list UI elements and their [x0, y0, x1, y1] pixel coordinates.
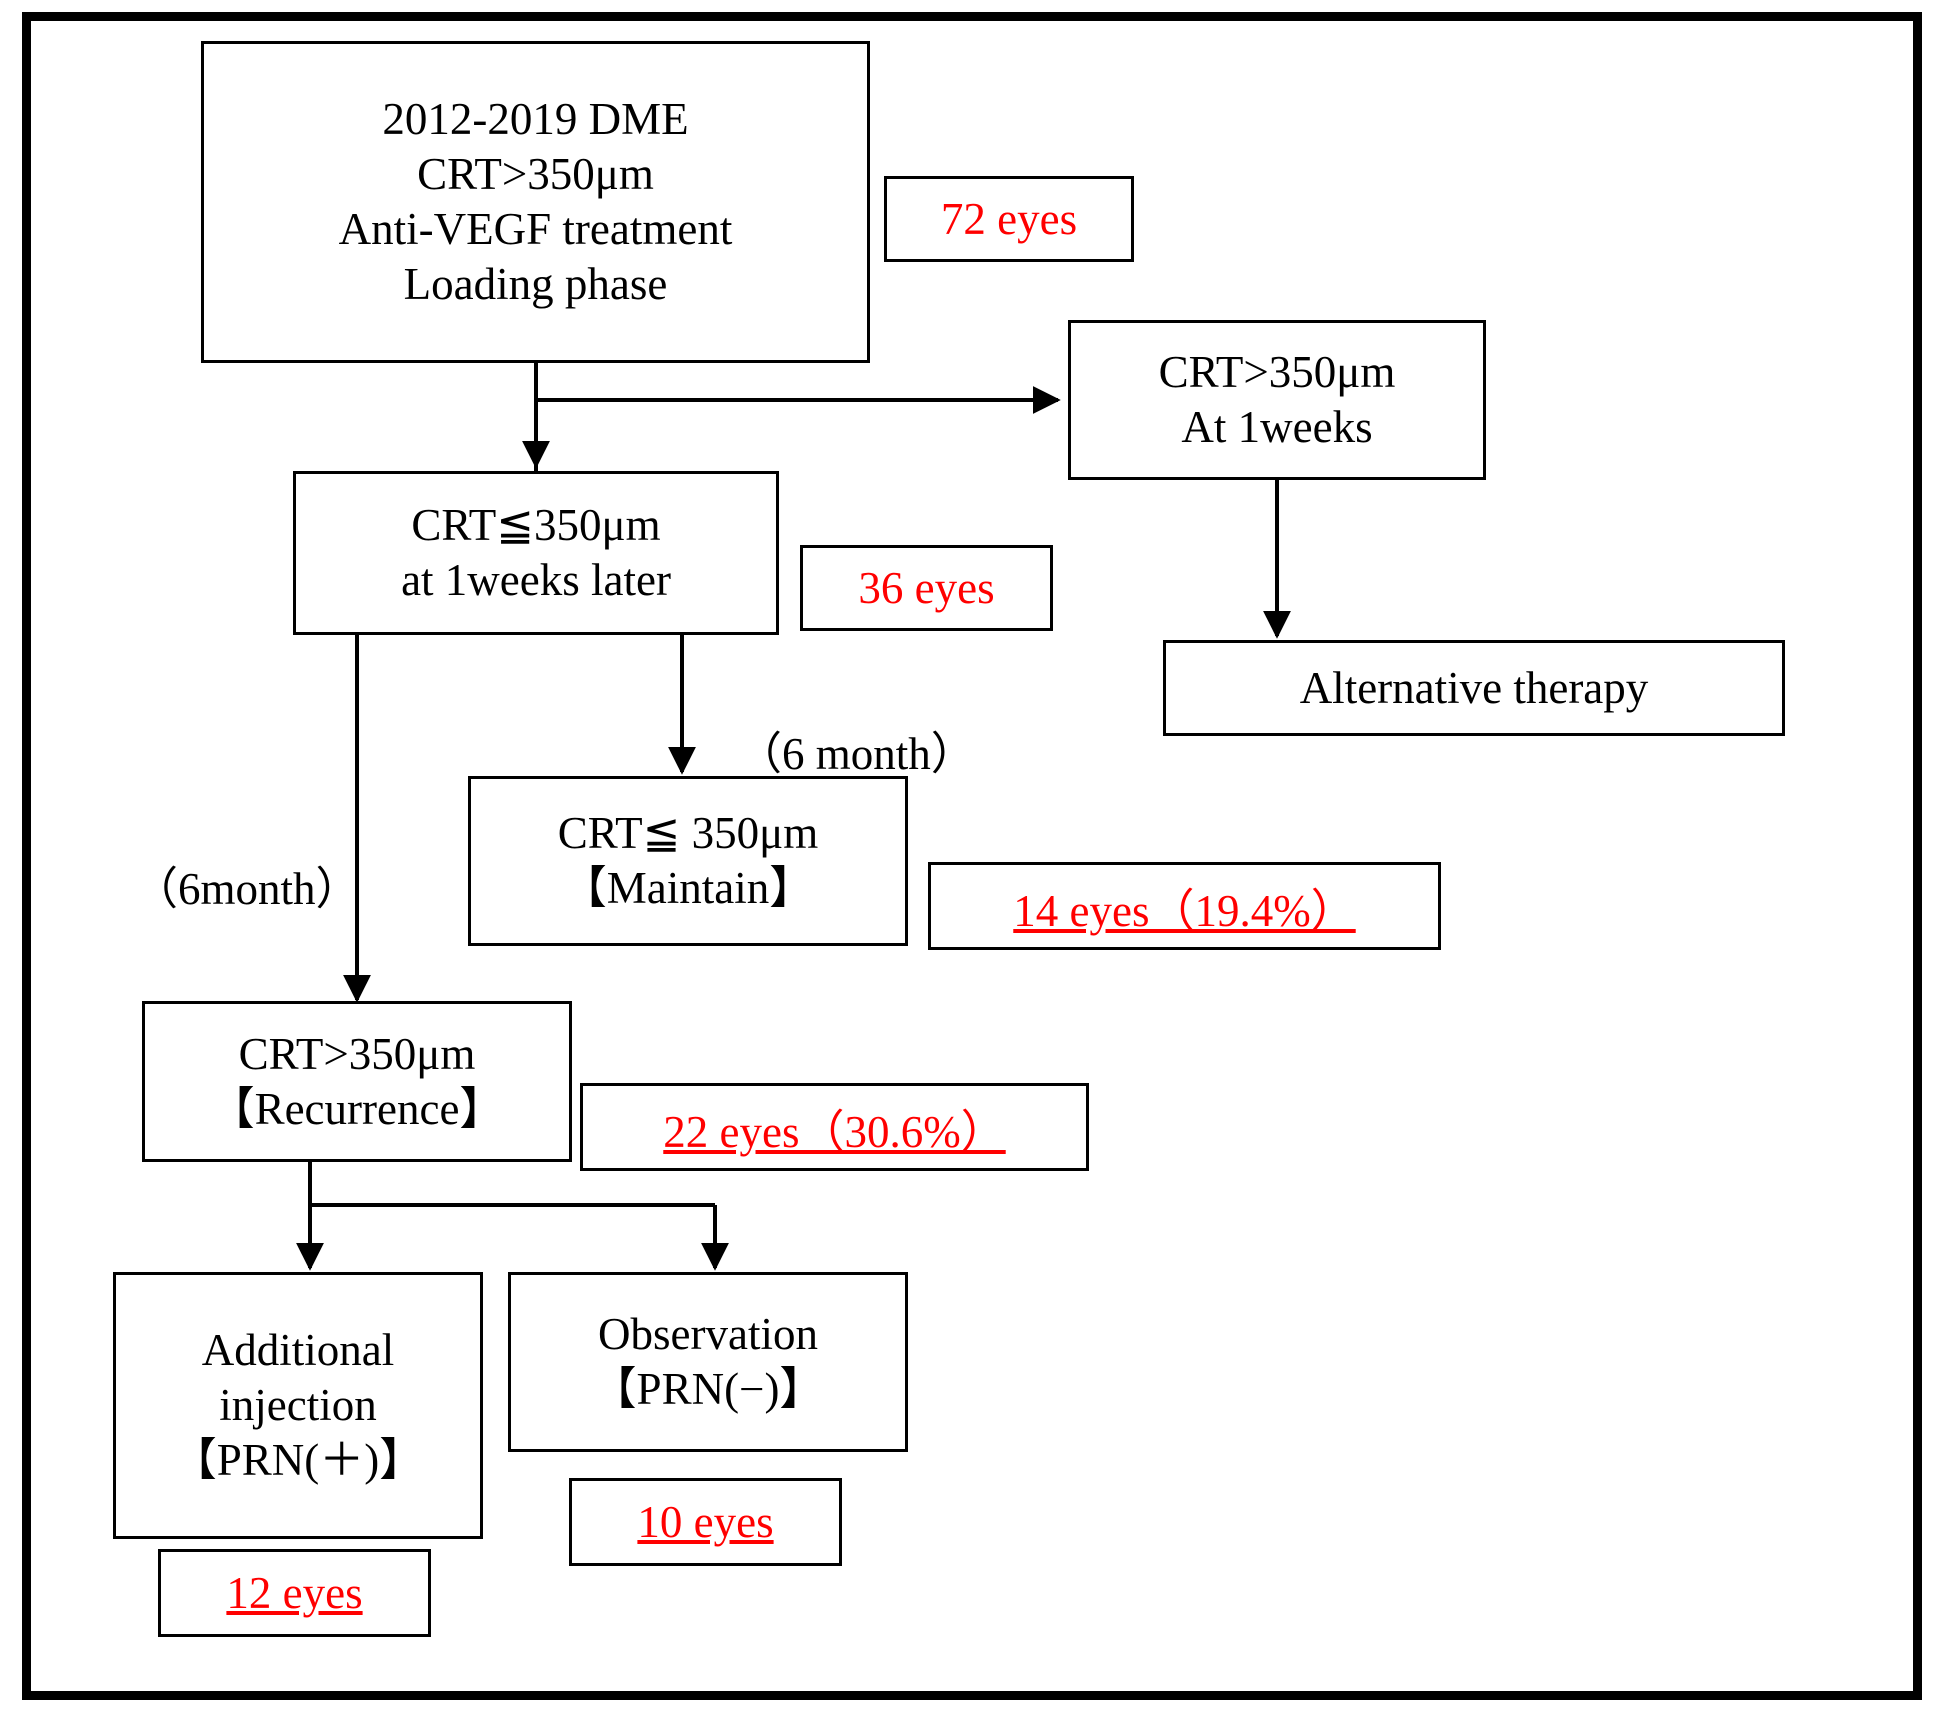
node-alternative-therapy-line-1: Alternative therapy: [1299, 662, 1649, 713]
node-observation: Observation 【PRN(−)】: [508, 1272, 908, 1452]
node-maintain: CRT≦ 350μm 【Maintain】: [468, 776, 908, 946]
count-maintain-value: 14 eyes（19.4%）: [1013, 885, 1356, 936]
count-cohort-value: 72 eyes: [940, 194, 1078, 244]
node-crt-low-1w-line-2: at 1weeks later: [401, 555, 671, 605]
node-cohort-line-3: Anti-VEGF treatment: [338, 204, 733, 254]
node-maintain-line-2: 【Maintain】: [561, 863, 815, 913]
node-alternative-therapy: Alternative therapy: [1163, 640, 1785, 736]
node-recurrence-line-2: 【Recurrence】: [209, 1083, 505, 1134]
count-crt-low-1w: 36 eyes: [800, 545, 1053, 631]
figure-border: [22, 12, 1922, 1700]
node-crt-low-1w-line-1: CRT≦350μm: [411, 500, 661, 551]
node-additional-injection: Additional injection 【PRN(＋)】: [113, 1272, 483, 1539]
edge-label-six-month-left-text: （6month）: [133, 864, 361, 914]
node-recurrence-line-1: CRT>350μm: [238, 1028, 476, 1079]
node-cohort-line-2: CRT>350μm: [417, 149, 654, 200]
node-observation-line-2: 【PRN(−)】: [591, 1364, 825, 1414]
count-maintain: 14 eyes（19.4%）: [928, 862, 1441, 950]
node-recurrence: CRT>350μm 【Recurrence】: [142, 1001, 572, 1162]
node-crt-high-1w: CRT>350μm At 1weeks: [1068, 320, 1486, 480]
count-recurrence-value: 22 eyes（30.6%）: [663, 1106, 1006, 1157]
node-maintain-line-1: CRT≦ 350μm: [557, 808, 819, 859]
node-additional-injection-line-1: Additional: [201, 1325, 395, 1376]
count-observation: 10 eyes: [569, 1478, 842, 1566]
node-cohort-line-4: Loading phase: [403, 258, 668, 309]
node-additional-injection-line-3: 【PRN(＋)】: [171, 1434, 425, 1485]
node-cohort-line-1: 2012-2019 DME: [382, 94, 689, 145]
count-recurrence: 22 eyes（30.6%）: [580, 1083, 1089, 1171]
count-additional-injection: 12 eyes: [158, 1549, 431, 1637]
node-cohort: 2012-2019 DME CRT>350μm Anti-VEGF treatm…: [201, 41, 870, 363]
node-crt-high-1w-line-1: CRT>350μm: [1158, 347, 1396, 398]
count-cohort: 72 eyes: [884, 176, 1134, 262]
count-observation-value: 10 eyes: [637, 1497, 774, 1547]
edge-label-six-month-mid: （6 month）: [692, 665, 976, 834]
edge-label-six-month-mid-text: （6 month）: [737, 729, 976, 779]
count-crt-low-1w-value: 36 eyes: [858, 563, 995, 613]
node-crt-high-1w-line-2: At 1weeks: [1181, 402, 1373, 452]
node-additional-injection-line-2: injection: [219, 1380, 377, 1431]
node-crt-low-1w: CRT≦350μm at 1weeks later: [293, 471, 779, 635]
node-observation-line-1: Observation: [598, 1309, 818, 1360]
count-additional-injection-value: 12 eyes: [226, 1568, 363, 1618]
edge-label-six-month-left: （6month）: [88, 800, 361, 969]
